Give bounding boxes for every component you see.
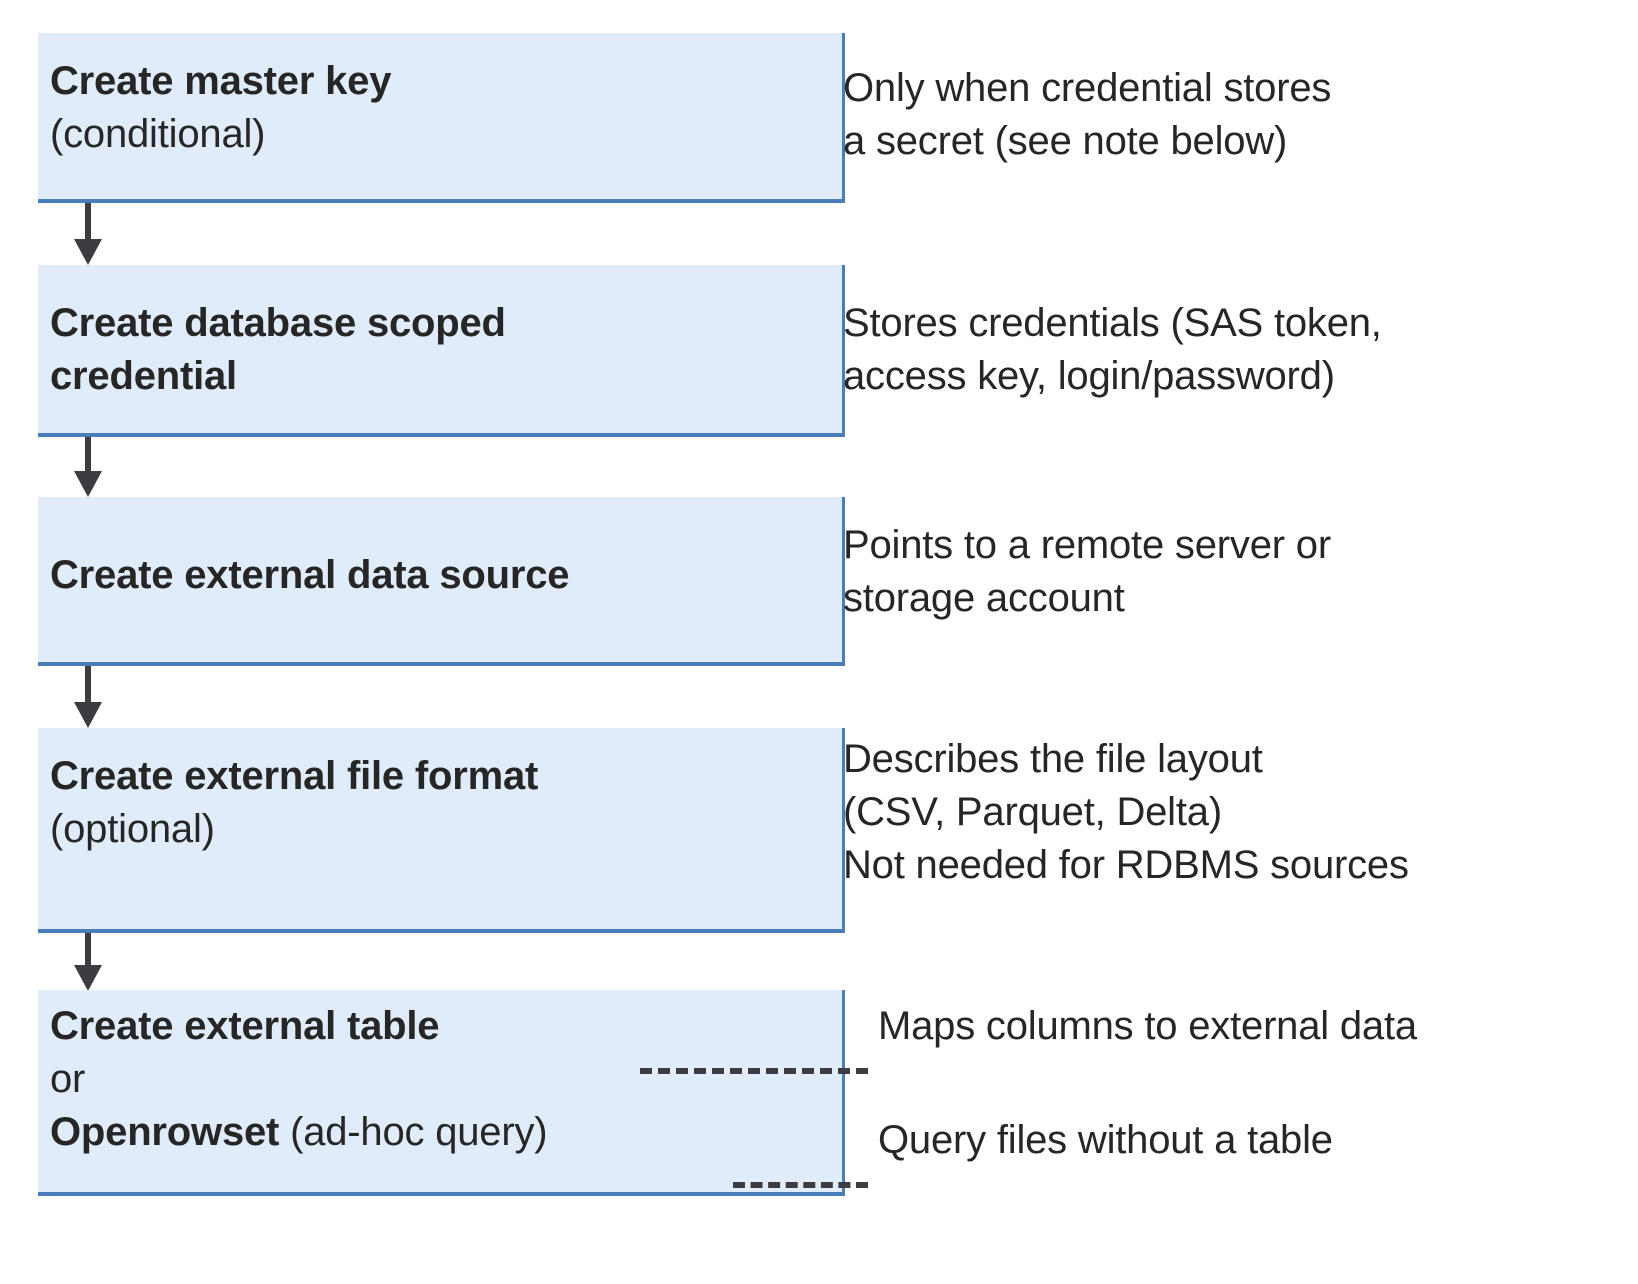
- step-title-text: Create external data source: [50, 553, 570, 597]
- step-subtitle-text: (optional): [50, 806, 215, 851]
- step-note-create-database-scoped-credential: Stores credentials (SAS token, access ke…: [843, 301, 1382, 398]
- dashed-connector-openrowset: [733, 1182, 868, 1188]
- step-note-create-master-key: Only when credential stores a secret (se…: [843, 66, 1332, 163]
- arrow-head-icon: [74, 702, 102, 728]
- step-subtitle-text: (conditional): [50, 111, 266, 156]
- arrow-step4-to-step5: [74, 933, 102, 991]
- step-label-openrowset: Openrowset (ad-hoc query): [50, 1106, 1622, 1159]
- arrow-step2-to-step3: [74, 437, 102, 497]
- step-label-create-external-file-format: Create external file format (optional): [50, 750, 1622, 856]
- arrow-step3-to-step4: [74, 666, 102, 728]
- step-note-create-external-data-source: Points to a remote server or storage acc…: [843, 523, 1331, 620]
- step-title-text: Create external table: [50, 1004, 440, 1048]
- arrow-head-icon: [74, 965, 102, 991]
- step-box-create-database-scoped-credential[interactable]: [38, 265, 845, 437]
- dashed-connector-external-table: [640, 1068, 868, 1074]
- step-connector-or: or: [50, 1057, 86, 1101]
- step-note-openrowset: Query files without a table: [878, 1118, 1333, 1162]
- step-title-text: Create master key: [50, 59, 392, 103]
- arrow-shaft: [85, 437, 91, 473]
- arrow-shaft: [85, 203, 91, 241]
- step-label-create-external-table: Create external table: [50, 1000, 1622, 1053]
- step-label-create-database-scoped-credential: Create database scoped credential: [50, 297, 650, 403]
- step-note-create-external-table: Maps columns to external data: [878, 1004, 1417, 1048]
- step-box-create-external-table-or-openrowset[interactable]: [38, 990, 845, 1196]
- step-label-create-master-key: Create master key (conditional): [50, 55, 1622, 161]
- step-subtitle-text: (ad-hoc query): [279, 1110, 548, 1154]
- step-title-text: Create database scoped credential: [50, 301, 506, 398]
- step-note-create-external-file-format: Describes the file layout (CSV, Parquet,…: [843, 737, 1409, 887]
- arrow-shaft: [85, 666, 91, 704]
- step-box-create-external-data-source[interactable]: [38, 497, 845, 666]
- step-title-text: Create external file format: [50, 754, 539, 798]
- step-label-create-external-data-source: Create external data source: [50, 549, 1622, 602]
- step-box-create-master-key[interactable]: [38, 33, 845, 203]
- arrow-head-icon: [74, 239, 102, 265]
- arrow-step1-to-step2: [74, 203, 102, 265]
- step-box-create-external-file-format[interactable]: [38, 728, 845, 933]
- arrow-head-icon: [74, 471, 102, 497]
- arrow-shaft: [85, 933, 91, 967]
- step-title-text: Openrowset: [50, 1110, 280, 1154]
